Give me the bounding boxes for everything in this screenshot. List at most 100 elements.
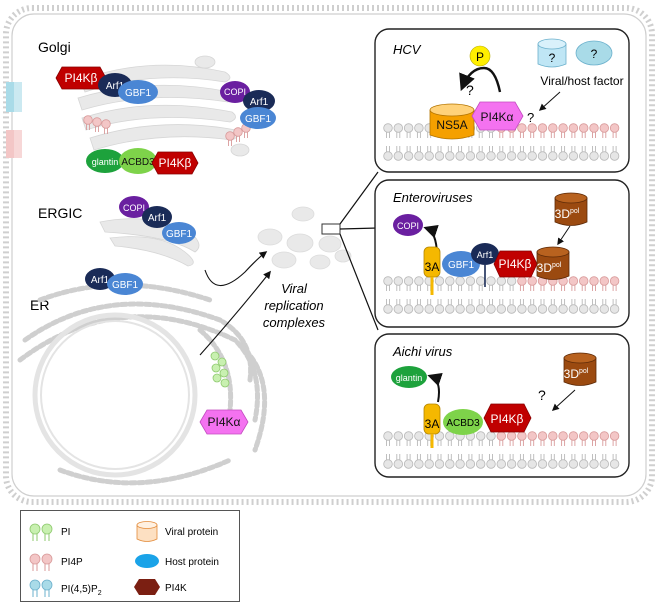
svg-text:PI4Kα: PI4Kα	[481, 110, 514, 124]
svg-text:COPI: COPI	[224, 87, 246, 97]
arrow-er-to-rc	[199, 270, 271, 356]
golgi-arf1-b: Arf1	[243, 90, 275, 112]
legend-pi4p-icon	[29, 553, 53, 571]
zoom-lines	[339, 171, 379, 331]
cell-membrane	[3, 5, 655, 505]
svg-text:glantin: glantin	[92, 157, 119, 167]
hcv-viral-host-label: Viral/host factor	[540, 74, 623, 88]
hcv-factor-arrow	[538, 91, 561, 111]
svg-text:PI4Kβ: PI4Kβ	[499, 257, 532, 271]
svg-text:3A: 3A	[425, 417, 440, 431]
ergic-gbf1: GBF1	[162, 222, 196, 244]
svg-text:PI4Kβ: PI4Kβ	[491, 412, 524, 426]
hcv-ns5a: NS5A	[429, 103, 475, 140]
pip2-lipid-segment	[6, 82, 22, 112]
hcv-pi4ka: PI4Kα	[471, 101, 524, 131]
arrow-ergic-to-rc	[204, 251, 268, 287]
aichi-3dpol: 3Dpol	[563, 352, 597, 386]
entero-pi4kb: PI4Kβ	[493, 250, 538, 278]
aichi-3d-arrow	[551, 389, 576, 411]
legend-pi4k-icon	[134, 579, 160, 595]
legend-pip2-label: PI(4,5)P2	[61, 584, 102, 597]
hcv-question-2: ?	[527, 110, 534, 125]
panel-entero-title: Enteroviruses	[393, 190, 473, 205]
entero-3dpol-membrane: 3Dpol	[536, 246, 570, 280]
svg-text:Arf1: Arf1	[477, 250, 494, 260]
label-ergic: ERGIC	[38, 205, 82, 221]
legend-pi-label: PI	[61, 527, 70, 538]
golgi-acbd3: ACBD3	[119, 148, 157, 174]
panel-aichi-title: Aichi virus	[392, 344, 453, 359]
ergic-copi: COPI	[119, 196, 149, 218]
svg-text:3Dpol: 3Dpol	[564, 367, 589, 381]
legend-pi4p-label: PI4P	[61, 557, 83, 568]
svg-text:GBF1: GBF1	[125, 88, 152, 99]
svg-text:?: ?	[591, 47, 598, 61]
er-pi-lipids	[210, 351, 230, 388]
svg-text:3A: 3A	[425, 260, 440, 274]
hcv-phosphate: P	[469, 45, 491, 67]
legend-viral-icon	[136, 521, 158, 542]
hcv-viral-factor: ?	[537, 38, 567, 68]
legend-pi4k-label: PI4K	[165, 583, 187, 594]
aichi-pi4kb: PI4Kβ	[483, 403, 532, 433]
er-pi4ka: PI4Kα	[199, 409, 249, 435]
svg-text:Arf1: Arf1	[91, 275, 110, 286]
label-replication-3: complexes	[263, 315, 326, 330]
svg-text:3Dpol: 3Dpol	[555, 207, 580, 221]
legend-host-icon	[135, 554, 159, 568]
hcv-phospho-arrow	[459, 66, 502, 93]
golgi-glantin: glantin	[86, 149, 124, 173]
svg-text:Arf1: Arf1	[106, 81, 125, 92]
entero-3d-arrow	[557, 225, 571, 246]
pi4p-lipid-segment	[6, 130, 22, 158]
svg-text:?: ?	[549, 51, 556, 65]
ergic-arf1: Arf1	[142, 206, 172, 228]
svg-text:COPI: COPI	[397, 221, 419, 231]
entero-arf1: Arf1	[471, 243, 499, 287]
hcv-host-factor: ?	[575, 40, 613, 66]
svg-text:COPI: COPI	[123, 203, 145, 213]
svg-text:glantin: glantin	[396, 373, 423, 383]
svg-text:GBF1: GBF1	[245, 114, 272, 125]
svg-text:ACBD3: ACBD3	[446, 418, 480, 429]
svg-text:NS5A: NS5A	[436, 118, 467, 132]
golgi-copi: COPI	[220, 81, 250, 103]
label-golgi: Golgi	[38, 39, 71, 55]
legend: PI PI4P PI(4,5)P2 Viral protein Host pro…	[20, 510, 240, 602]
golgi-pi4kb: PI4Kβ	[55, 66, 107, 90]
aichi-question: ?	[538, 387, 546, 403]
label-er: ER	[30, 297, 49, 313]
svg-text:Arf1: Arf1	[148, 213, 167, 224]
svg-text:Arf1: Arf1	[250, 97, 269, 108]
aichi-acbd3: ACBD3	[443, 409, 483, 435]
legend-host-label: Host protein	[165, 557, 219, 568]
panel-enteroviruses: Enteroviruses COPI 3A GBF1 Arf1 PI4Kβ	[374, 179, 630, 328]
golgi-pi4kb-b: PI4Kβ	[151, 151, 199, 175]
replication-complex-vesicles	[257, 206, 352, 270]
legend-pip2-icon	[29, 579, 53, 597]
er-inner-circle	[32, 312, 198, 478]
panel-aichi: Aichi virus glantin 3A ACBD3 PI4Kβ 3Dpol…	[374, 333, 630, 478]
golgi-gbf1-b: GBF1	[240, 107, 276, 129]
svg-text:P: P	[476, 50, 484, 64]
svg-text:3Dpol: 3Dpol	[537, 261, 562, 275]
svg-text:ACBD3: ACBD3	[121, 157, 155, 168]
svg-text:PI4Kβ: PI4Kβ	[65, 71, 98, 85]
aichi-glantin-arrow	[427, 372, 443, 403]
label-replication-2: replication	[264, 298, 323, 313]
entero-copi: COPI	[393, 214, 423, 236]
legend-pi-icon	[29, 523, 53, 541]
entero-3a: 3A	[423, 246, 441, 295]
panel-hcv: HCV NS5A PI4Kα P ? ? ? Viral/host factor	[374, 28, 630, 173]
svg-text:PI4Kβ: PI4Kβ	[159, 156, 192, 170]
entero-gbf1: GBF1	[442, 251, 480, 277]
legend-graphics: PI PI4P PI(4,5)P2 Viral protein Host pro…	[29, 521, 219, 597]
svg-text:PI4Kα: PI4Kα	[208, 415, 241, 429]
svg-text:GBF1: GBF1	[166, 229, 193, 240]
golgi-stacks	[77, 55, 250, 157]
panel-hcv-title: HCV	[393, 42, 422, 57]
label-replication-1: Viral	[281, 281, 308, 296]
golgi-gbf1: GBF1	[118, 80, 158, 104]
